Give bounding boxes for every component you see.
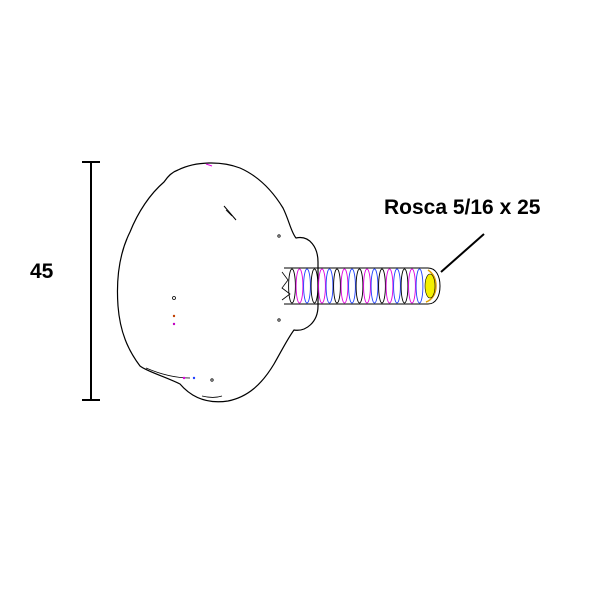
thread-coil [340, 268, 349, 304]
thread-start [281, 271, 291, 301]
thread-coil [295, 268, 304, 304]
thread-spec-label: Rosca 5/16 x 25 [384, 196, 541, 219]
thread-coil [385, 268, 394, 304]
knob-dot [192, 376, 196, 380]
knob-notch [223, 205, 237, 221]
thread-coil [310, 268, 319, 304]
knob-top-mark [205, 163, 213, 167]
thread-coil [378, 268, 386, 304]
knob-details [145, 163, 281, 398]
thread-coil [333, 268, 341, 304]
thread-coil [393, 268, 401, 304]
thread-coil [303, 268, 311, 304]
screw-tip-face [424, 273, 436, 299]
height-dimension-label: 45 [30, 260, 54, 283]
knob-dot [277, 318, 281, 322]
knob-dot [172, 314, 176, 318]
thread-coil [318, 268, 326, 304]
knob-head-outline [116, 162, 319, 403]
knob-dot [172, 296, 176, 300]
knob-bottom-mark [201, 395, 223, 398]
thread-coils [288, 268, 424, 304]
screw-outline [284, 267, 441, 305]
knob-dot [172, 322, 176, 326]
knob-bottom-mark [145, 367, 191, 379]
thread-coil [400, 268, 409, 304]
screw-tip [425, 269, 437, 303]
knob-dot [182, 376, 186, 380]
knob-dot [277, 234, 281, 238]
thread-coil [325, 268, 334, 304]
thread-coil [355, 268, 364, 304]
thread-coil [348, 268, 356, 304]
thread-coil [363, 268, 371, 304]
thread-coil [370, 268, 379, 304]
knob-dot [210, 378, 214, 382]
thread-coil [415, 268, 424, 304]
thread-coil [408, 268, 416, 304]
knob-notch-2 [225, 209, 233, 217]
height-dimension [82, 161, 100, 401]
thread-coil [288, 268, 296, 304]
thread-leader-line [440, 233, 485, 273]
threaded-screw [281, 267, 441, 305]
